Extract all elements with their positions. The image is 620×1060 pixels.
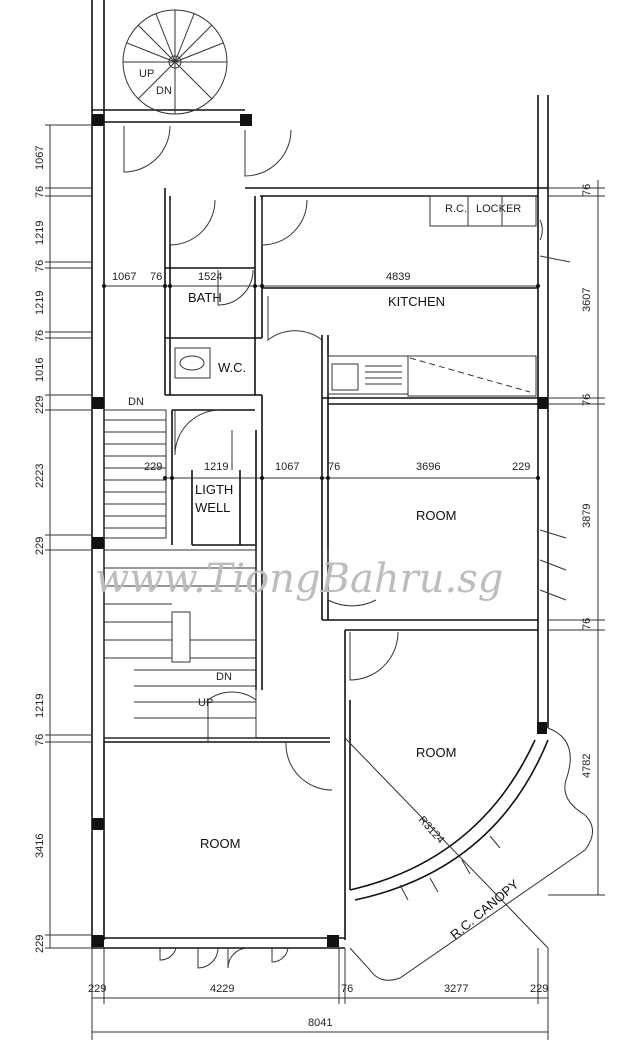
left-dimensions: 1067 76 1219 76 1219 76 1016 229 2223 22…	[34, 124, 92, 953]
dim-bottom-76: 76	[341, 983, 353, 995]
stair-dn-label-lower: DN	[216, 671, 232, 683]
main-stair: DN DN UP	[103, 396, 257, 739]
dim-left-76c: 76	[34, 330, 46, 342]
bay-window: R3124 R.C. CANOPY	[344, 727, 593, 981]
rc-label: R.C.	[445, 203, 467, 215]
dim-row2-229b: 229	[512, 461, 530, 473]
dim-left-229b: 229	[34, 537, 46, 555]
dim-left-1219a: 1219	[34, 221, 46, 245]
dim-left-2223: 2223	[34, 464, 46, 488]
dim-left-229a: 229	[34, 396, 46, 414]
internal-dimensions: 1067 76 1524 4839 229 1219 1067 76 3696 …	[102, 271, 540, 480]
dim-bottom-229a: 229	[88, 983, 106, 995]
dim-left-1219b: 1219	[34, 291, 46, 315]
bath-label: BATH	[188, 290, 222, 305]
wc-label: W.C.	[218, 360, 246, 375]
spiral-dn-label: DN	[156, 85, 172, 97]
kitchen-fixtures: R.C. LOCKER	[327, 195, 537, 397]
dim-row2-76: 76	[328, 461, 340, 473]
dim-row1-1067: 1067	[112, 271, 136, 283]
doors	[123, 125, 571, 969]
dim-left-229c: 229	[34, 935, 46, 953]
dim-left-76d: 76	[34, 734, 46, 746]
dim-row2-3696: 3696	[416, 461, 440, 473]
spiral-up-label: UP	[139, 68, 154, 80]
outer-walls	[91, 0, 549, 949]
dim-left-76b: 76	[34, 260, 46, 272]
room-label-mid: ROOM	[416, 508, 456, 523]
lightwell-label-1: LIGTH	[195, 482, 233, 497]
dim-row2-229a: 229	[144, 461, 162, 473]
dim-right-3879: 3879	[581, 504, 593, 528]
dim-row1-1524: 1524	[198, 271, 222, 283]
dim-bottom-3277: 3277	[444, 983, 468, 995]
dim-left-1016: 1016	[34, 358, 46, 382]
dim-bottom-229b: 229	[530, 983, 548, 995]
dim-row1-4839: 4839	[386, 271, 410, 283]
dim-left-1067: 1067	[34, 146, 46, 170]
radius-label: R3124	[416, 814, 447, 846]
dim-right-4782: 4782	[581, 754, 593, 778]
stair-up-label: UP	[198, 697, 213, 709]
room-label-left: ROOM	[200, 836, 240, 851]
dim-bottom-4229: 4229	[210, 983, 234, 995]
locker-label: LOCKER	[476, 203, 521, 215]
dim-left-1219c: 1219	[34, 694, 46, 718]
dim-right-76b: 76	[581, 394, 593, 406]
spiral-stair: UP DN	[122, 9, 228, 115]
dim-right-76c: 76	[581, 618, 593, 630]
columns	[92, 114, 548, 947]
kitchen-label: KITCHEN	[388, 294, 445, 309]
stair-dn-label: DN	[128, 396, 144, 408]
dim-total-8041: 8041	[308, 1017, 332, 1029]
dim-left-76a: 76	[34, 186, 46, 198]
bottom-dimensions: 229 4229 76 3277 229 8041	[88, 948, 549, 1040]
dim-row2-1067: 1067	[275, 461, 299, 473]
wc-fixture	[174, 347, 211, 379]
watermark: www.TiongBahru.sg	[95, 556, 503, 602]
dim-row1-76: 76	[150, 271, 162, 283]
lightwell-label-2: WELL	[195, 500, 230, 515]
dim-right-76a: 76	[581, 184, 593, 196]
room-label-right: ROOM	[416, 745, 456, 760]
dim-left-3416: 3416	[34, 834, 46, 858]
right-dimensions: 76 3607 76 3879 76 4782	[548, 180, 605, 896]
dim-right-3607: 3607	[581, 288, 593, 312]
dim-row2-1219: 1219	[204, 461, 228, 473]
